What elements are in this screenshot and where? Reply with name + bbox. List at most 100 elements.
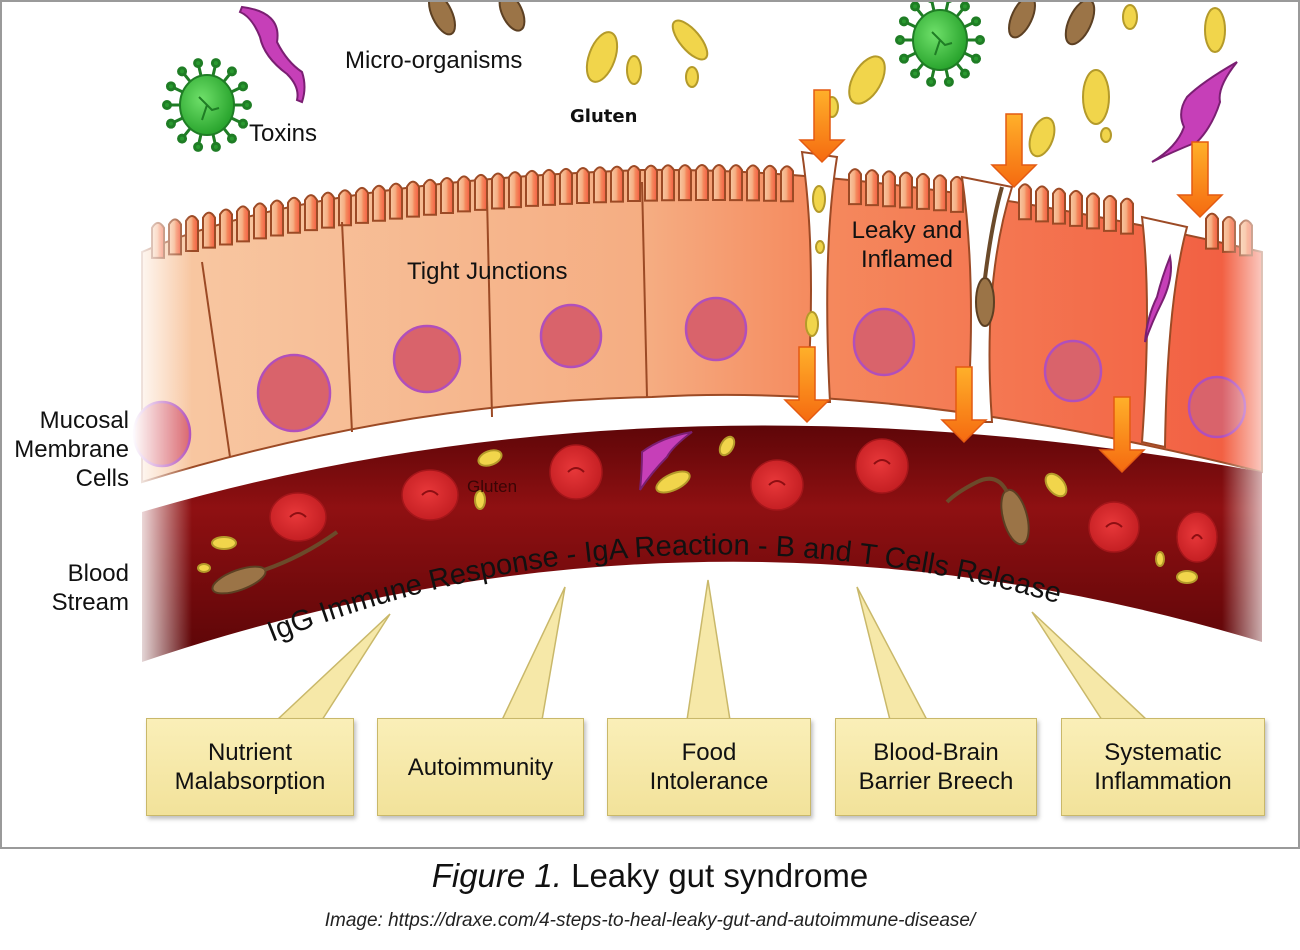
gluten-particle: [197, 563, 211, 573]
leaky-label-line: Leaky and: [851, 217, 963, 244]
virus-spike-tip: [177, 133, 188, 144]
blood-stream-label: Blood Stream: [2, 559, 129, 617]
microvillus: [780, 165, 794, 203]
leak-arrows: [783, 89, 1224, 474]
microvillus: [1205, 212, 1219, 250]
virus-spike-tip: [926, 76, 937, 87]
outcome-line: Nutrient: [207, 739, 293, 766]
outcome-line: Malabsorption: [174, 768, 326, 795]
virus-spike-tip: [959, 2, 970, 12]
toxins-label: Toxins: [249, 120, 318, 147]
gluten-particle: [812, 185, 826, 213]
microvillus: [627, 165, 641, 203]
gluten-particle: [671, 19, 709, 61]
gluten-particle: [474, 490, 486, 510]
micro-organism-icon: [211, 2, 1096, 595]
red-blood-cell: [855, 438, 909, 494]
virus-spike-tip: [910, 2, 921, 12]
microvillus: [406, 180, 420, 218]
microvillus: [763, 164, 777, 202]
virus-spike: [944, 2, 950, 12]
microvillus: [678, 164, 692, 202]
microvillus: [559, 167, 573, 205]
virus-spike-tip: [177, 66, 188, 77]
nucleus: [256, 353, 332, 433]
label-line: Mucosal: [39, 407, 129, 434]
virus-spike-tip: [971, 16, 982, 27]
microvillus: [338, 189, 352, 227]
microvillus: [712, 164, 726, 202]
microvillus: [287, 196, 301, 234]
outcome-line: Intolerance: [649, 768, 769, 795]
microvillus: [695, 164, 709, 202]
microvillus: [270, 199, 284, 237]
inflamed-label-line: Inflamed: [860, 246, 954, 273]
image-credit: Image: https://draxe.com/4-steps-to-heal…: [324, 910, 976, 931]
gluten-particle: [1176, 570, 1198, 584]
red-blood-cell: [750, 459, 804, 511]
microvillus: [525, 169, 539, 207]
red-blood-cell: [1088, 501, 1140, 553]
leak-arrow: [783, 346, 831, 424]
microvillus: [899, 171, 913, 209]
microvillus: [729, 164, 743, 202]
microvillus: [746, 164, 760, 202]
microvillus: [202, 211, 216, 249]
leak-arrow: [1098, 396, 1146, 474]
gluten-particle: [1082, 69, 1110, 125]
nucleus: [852, 307, 916, 377]
gluten-particles: [197, 4, 1226, 584]
label-line: Stream: [51, 589, 129, 616]
microvillus: [576, 167, 590, 204]
virus-spike-tip: [975, 35, 985, 45]
nucleus: [392, 324, 462, 394]
figure-title: Leaky gut syndrome: [561, 857, 869, 894]
gluten-particle: [585, 31, 619, 83]
red-blood-cell: [1176, 511, 1218, 563]
microvillus: [610, 165, 624, 203]
outcome-line: Barrier Breech: [858, 768, 1014, 795]
leak-arrow: [940, 366, 988, 444]
cell-separators: [201, 181, 648, 458]
gluten-blood-label: Gluten: [467, 477, 518, 496]
microvillus: [474, 173, 488, 211]
callout-pointers: [275, 579, 1149, 721]
virus-spike-tip: [193, 141, 204, 152]
leak-arrow: [1176, 141, 1224, 219]
microvillus: [882, 170, 896, 208]
gluten-particle: [477, 449, 503, 467]
microvillus: [372, 184, 386, 222]
outcome-line: Inflammation: [1094, 768, 1232, 795]
gluten-particle: [848, 55, 886, 105]
microvillus: [848, 168, 862, 206]
mucosal-membrane-cells-label: Mucosal Membrane Cells: [2, 406, 129, 493]
red-blood-cells: [269, 438, 1218, 563]
outcome-box-autoimmunity: Autoimmunity: [377, 718, 584, 816]
gluten-particle: [685, 66, 699, 88]
gluten-particle: [1028, 116, 1056, 158]
microvillus: [440, 177, 454, 215]
virus-spike-tip: [210, 58, 221, 69]
microvillus: [1086, 192, 1100, 230]
gluten-particle: [655, 470, 691, 494]
virus-spike-tip: [959, 68, 970, 79]
microvillus: [950, 175, 964, 213]
virus-icon: [895, 2, 985, 87]
microvillus: [1018, 183, 1032, 221]
virus-spike-tip: [238, 81, 249, 92]
micro-organisms-label: Micro-organisms: [345, 47, 523, 74]
red-blood-cell: [401, 469, 459, 521]
rbc-dimples: [289, 459, 1203, 540]
leaky-gut-illustration: IgG Immune Response - IgA Reaction - B a…: [132, 2, 1282, 721]
microvillus: [423, 178, 437, 216]
microvillus: [1052, 187, 1066, 225]
virus-spike-tip: [898, 53, 909, 64]
microvillus: [865, 169, 879, 207]
microvillus: [916, 172, 930, 210]
virus-spike-tip: [162, 100, 172, 110]
virus-spike-tip: [910, 68, 921, 79]
microvillus: [1120, 197, 1134, 235]
microvillus: [1103, 194, 1117, 232]
microvillus: [321, 191, 335, 229]
